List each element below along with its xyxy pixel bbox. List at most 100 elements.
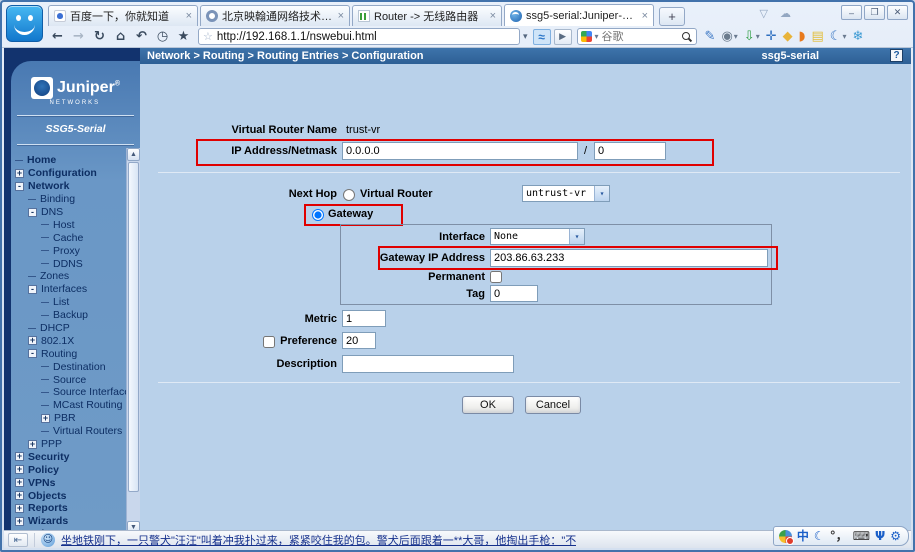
dropdown-arrow-icon[interactable]: ▾ [842,33,846,41]
tab-close-icon[interactable]: × [490,10,496,22]
eraser-icon[interactable]: ◆ [783,30,793,43]
ime-toolbar[interactable]: 中☾°，⌨Ψ⚙ [773,526,909,546]
close-button[interactable]: ✕ [887,5,908,20]
expand-plus-icon[interactable]: + [28,336,37,345]
sidebar-item-list[interactable]: List [15,296,123,309]
virtual-router-radio[interactable] [343,189,355,201]
sidebar-item-cache[interactable]: Cache [15,231,123,244]
ok-button[interactable]: OK [462,396,514,414]
expand-plus-icon[interactable]: + [15,452,24,461]
scrollbar-thumb[interactable] [128,162,139,492]
camera-icon[interactable]: ◉▾ [721,30,737,43]
sidebar-item-configuration[interactable]: +Configuration [15,167,123,180]
sidebar-item-network[interactable]: -Network [15,180,123,193]
gateway-ip-input[interactable] [490,249,768,267]
sidebar-item-802-1x[interactable]: +802.1X [15,334,123,347]
interface-select[interactable]: None ▾ [490,228,585,245]
sidebar-toggle-button[interactable]: ⇤ [8,533,28,547]
tab-overview-icon[interactable]: ▽ [760,7,768,20]
dropdown-arrow-icon[interactable]: ▾ [734,33,738,41]
chevron-down-icon[interactable]: ▾ [594,186,609,201]
expand-plus-icon[interactable]: + [15,465,24,474]
sidebar-item-host[interactable]: Host [15,218,123,231]
sidebar-item-dns[interactable]: -DNS [15,206,123,219]
sidebar-scrollbar[interactable]: ▲ ▼ [126,148,140,534]
ime-logo-icon[interactable] [779,530,792,543]
browser-tab[interactable]: 百度一下，你就知道× [48,5,198,26]
rss-icon[interactable]: ◗ [799,30,806,43]
notes-icon[interactable]: ▤ [811,30,823,43]
statusbar-ticker-link[interactable]: 坐地铁刚下，一只警犬"汪汪"叫着冲我扑过来，紧紧咬住我的包。警犬后面跟着一**大… [61,532,576,548]
browser-tab[interactable]: 北京映翰通网络技术有限公司× [200,5,350,26]
metric-input[interactable] [342,310,386,327]
tab-close-icon[interactable]: × [642,10,648,22]
sidebar-item-source-interface[interactable]: Source Interface [15,386,123,399]
sidebar-item-reports[interactable]: +Reports [15,502,123,515]
gateway-radio[interactable] [312,209,324,221]
url-input[interactable] [217,31,515,43]
expand-plus-icon[interactable]: + [41,414,50,423]
help-button[interactable]: ? [890,49,903,62]
sidebar-item-wizards[interactable]: +Wizards [15,515,123,528]
chinese-mode-icon[interactable]: 中 [797,530,809,542]
sidebar-item-pbr[interactable]: +PBR [15,412,123,425]
play-button[interactable]: ▶ [554,29,572,45]
collapse-minus-icon[interactable]: - [28,349,37,358]
search-engine-dropdown-icon[interactable]: ▾ [595,32,599,41]
punctuation-icon[interactable]: °， [830,530,848,542]
sidebar-item-proxy[interactable]: Proxy [15,244,123,257]
expand-plus-icon[interactable]: + [28,440,37,449]
bookmark-star-icon[interactable]: ☆ [203,30,213,43]
new-tab-button[interactable]: + [659,7,685,26]
sidebar-item-policy[interactable]: +Policy [15,463,123,476]
minimize-button[interactable]: – [841,5,862,20]
expand-plus-icon[interactable]: + [15,491,24,500]
description-input[interactable] [342,355,514,373]
tag-input[interactable] [490,285,538,302]
session-wave-button[interactable]: ≈ [533,29,551,45]
expand-plus-icon[interactable]: + [15,504,24,513]
address-dropdown-icon[interactable]: ▾ [520,31,531,42]
browser-tab[interactable]: Router -> 无线路由器× [352,5,502,26]
sidebar-item-virtual-routers[interactable]: Virtual Routers [15,425,123,438]
sidebar-item-zones[interactable]: Zones [15,270,123,283]
pencil-icon[interactable]: ✎ [705,30,716,43]
sidebar-item-objects[interactable]: +Objects [15,489,123,502]
sidebar-item-vpns[interactable]: +VPNs [15,476,123,489]
tab-close-icon[interactable]: × [338,10,344,22]
sidebar-item-security[interactable]: +Security [15,450,123,463]
virtual-router-select[interactable]: untrust-vr ▾ [522,185,610,202]
search-box[interactable]: ▾ [577,28,697,45]
collapse-minus-icon[interactable]: - [28,208,37,217]
dropdown-arrow-icon[interactable]: ▾ [756,33,760,41]
expand-plus-icon[interactable]: + [15,478,24,487]
sidebar-item-ppp[interactable]: +PPP [15,438,123,451]
collapse-minus-icon[interactable]: - [15,182,24,191]
sidebar-item-binding[interactable]: Binding [15,193,123,206]
sidebar-item-home[interactable]: Home [15,154,123,167]
browser-tab[interactable]: ssg5-serial:Juniper-ScreenOS...× [504,4,654,26]
permanent-checkbox[interactable] [490,271,502,283]
undo-button[interactable]: ↶ [132,29,151,44]
expand-plus-icon[interactable]: + [15,169,24,178]
image-zoom-icon[interactable]: ✛ [766,30,777,43]
sidebar-item-routing[interactable]: -Routing [15,347,123,360]
refresh-button[interactable]: ↻ [90,29,109,44]
skin-icon[interactable]: ☁ [780,7,791,20]
tab-close-icon[interactable]: × [186,10,192,22]
soft-keyboard-icon[interactable]: ⌨ [853,530,870,542]
download-icon[interactable]: ⇩▾ [744,30,760,43]
search-icon[interactable] [681,31,693,43]
collapse-minus-icon[interactable]: - [28,285,37,294]
address-bar[interactable]: ☆ [198,28,520,45]
cancel-button[interactable]: Cancel [525,396,581,414]
browser-logo-button[interactable] [6,5,43,42]
microphone-icon[interactable]: Ψ [875,530,885,542]
snowflake-icon[interactable]: ❄ [852,30,863,43]
night-mode-icon[interactable]: ☾▾ [830,30,847,43]
preference-input[interactable] [342,332,376,349]
search-input[interactable] [602,31,678,43]
restore-button[interactable]: ❐ [864,5,885,20]
sidebar-item-dhcp[interactable]: DHCP [15,322,123,335]
fullwidth-moon-icon[interactable]: ☾ [814,530,825,542]
